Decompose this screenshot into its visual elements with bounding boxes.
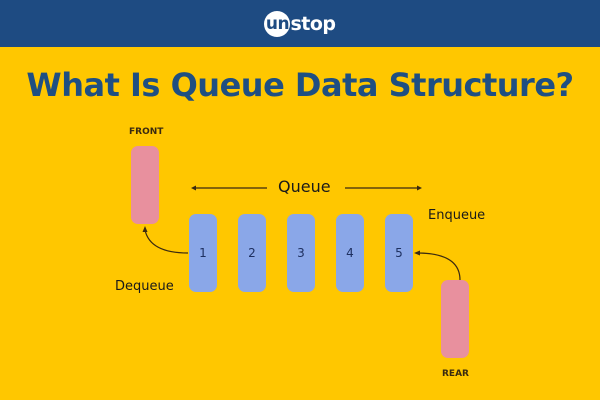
queue-element-5: 5 (385, 214, 413, 292)
queue-element-2: 2 (238, 214, 266, 292)
arrowhead-into-5-icon (414, 250, 420, 256)
front-label: FRONT (129, 127, 164, 137)
queue-element-3: 3 (287, 214, 315, 292)
dequeue-curve-arrow (144, 229, 189, 254)
arrowhead-up-icon (142, 226, 148, 232)
rear-pointer-box (441, 280, 469, 358)
queue-label: Queue (278, 177, 331, 196)
rear-label: REAR (442, 369, 469, 379)
queue-element-4: 4 (336, 214, 364, 292)
unstop-logo[interactable]: un stop (264, 10, 336, 37)
dequeue-label: Dequeue (115, 279, 174, 294)
logo-text: stop (290, 12, 336, 35)
enqueue-label: Enqueue (428, 208, 486, 223)
arrowhead-right-icon (417, 185, 422, 191)
logo-circle: un (264, 10, 291, 37)
front-pointer-box (131, 146, 159, 224)
arrowhead-left-icon (191, 185, 196, 191)
enqueue-curve-arrow (416, 252, 461, 281)
queue-element-1: 1 (189, 214, 217, 292)
page-title: What Is Queue Data Structure? (26, 66, 574, 104)
header-bar: un stop (0, 0, 600, 47)
